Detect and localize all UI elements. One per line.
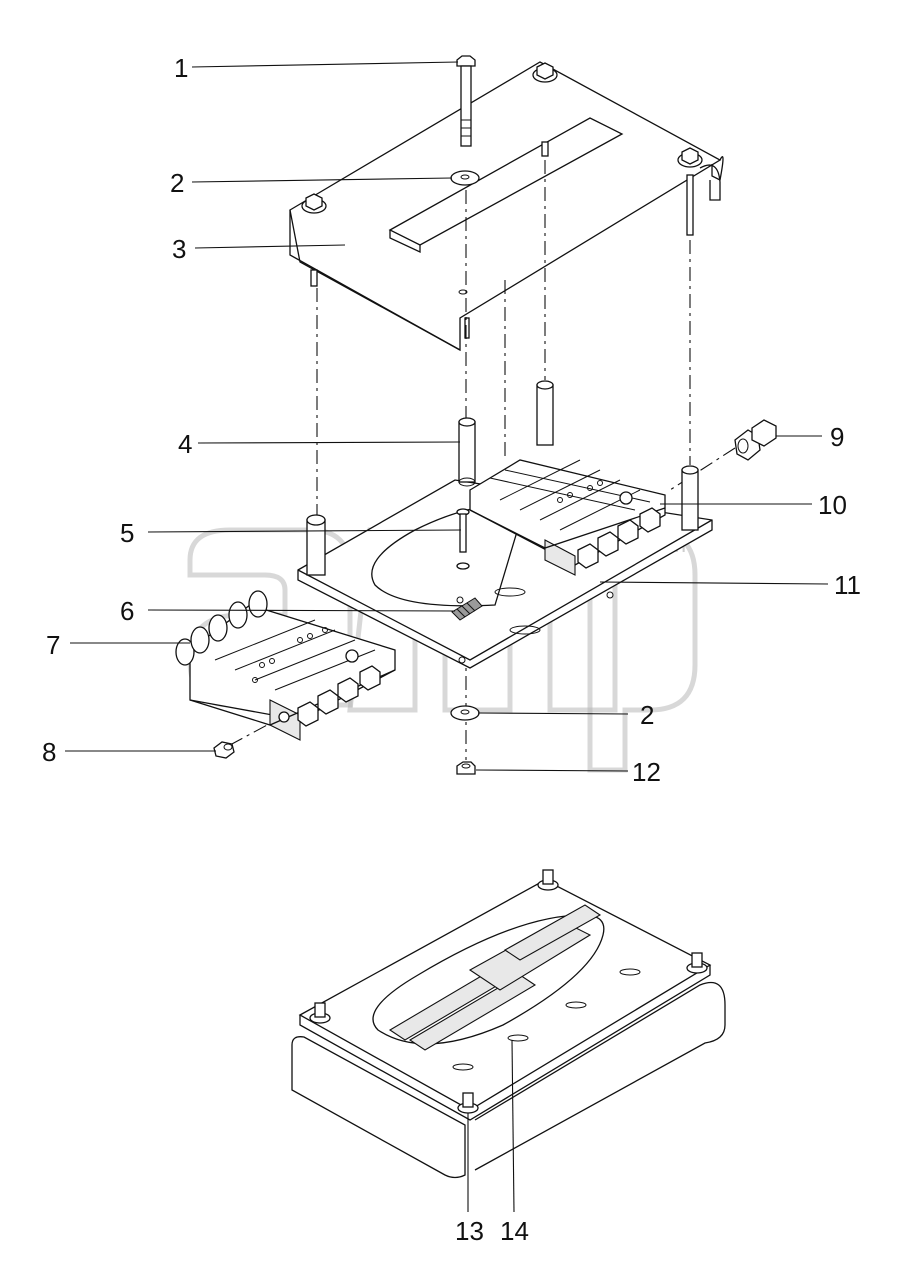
block-7-fittings bbox=[297, 665, 381, 727]
nut-12 bbox=[456, 761, 476, 775]
callout-4: 4 bbox=[178, 429, 192, 459]
long-bolt bbox=[456, 55, 476, 147]
callout-8: 8 bbox=[42, 737, 56, 767]
block-10-cells bbox=[489, 459, 651, 531]
cover-bolt-back bbox=[532, 62, 558, 83]
callout-11: 11 bbox=[834, 570, 861, 600]
callout-2-bottom: 2 bbox=[640, 700, 654, 730]
callout-5: 5 bbox=[120, 518, 134, 548]
callout-2-top: 2 bbox=[170, 168, 184, 198]
callout-7: 7 bbox=[46, 630, 60, 660]
block-10-fittings bbox=[577, 507, 661, 569]
cover-bolt-left bbox=[301, 193, 327, 214]
callout-labels: 1 2 3 4 5 6 7 8 9 10 11 2 12 13 14 bbox=[42, 53, 861, 1246]
leader-lines bbox=[65, 61, 829, 1213]
assembled-cells bbox=[388, 904, 602, 1051]
cover-bolt-right bbox=[677, 147, 703, 168]
washer-bottom bbox=[450, 705, 480, 721]
spacer-tube-left bbox=[306, 514, 326, 576]
callout-9: 9 bbox=[830, 422, 844, 452]
assembled-nut-right bbox=[686, 952, 708, 974]
callout-10: 10 bbox=[818, 490, 847, 520]
assembled-nut-left bbox=[309, 1002, 331, 1024]
callout-1: 1 bbox=[174, 53, 188, 83]
callout-3: 3 bbox=[172, 234, 186, 264]
distributor-block-10 bbox=[469, 459, 666, 576]
cover-plate bbox=[289, 61, 724, 352]
washer-top bbox=[450, 170, 480, 186]
spacer-tube-right bbox=[681, 465, 699, 531]
spacer-tube-back bbox=[536, 380, 554, 446]
distributor-block-7 bbox=[175, 590, 396, 741]
union-fitting-9 bbox=[734, 419, 777, 461]
callout-13: 13 bbox=[455, 1216, 484, 1246]
assembled-view bbox=[291, 869, 726, 1179]
callout-12: 12 bbox=[632, 757, 661, 787]
spacer-tube-4 bbox=[458, 417, 476, 487]
block-7-cylinders bbox=[175, 590, 268, 666]
nipple-6 bbox=[451, 597, 483, 621]
plug-8 bbox=[213, 741, 235, 759]
callout-6: 6 bbox=[120, 596, 134, 626]
block-7-cells bbox=[214, 619, 376, 691]
callout-14: 14 bbox=[500, 1216, 529, 1246]
assembled-nut-back bbox=[537, 869, 559, 891]
screw-5 bbox=[456, 508, 470, 570]
